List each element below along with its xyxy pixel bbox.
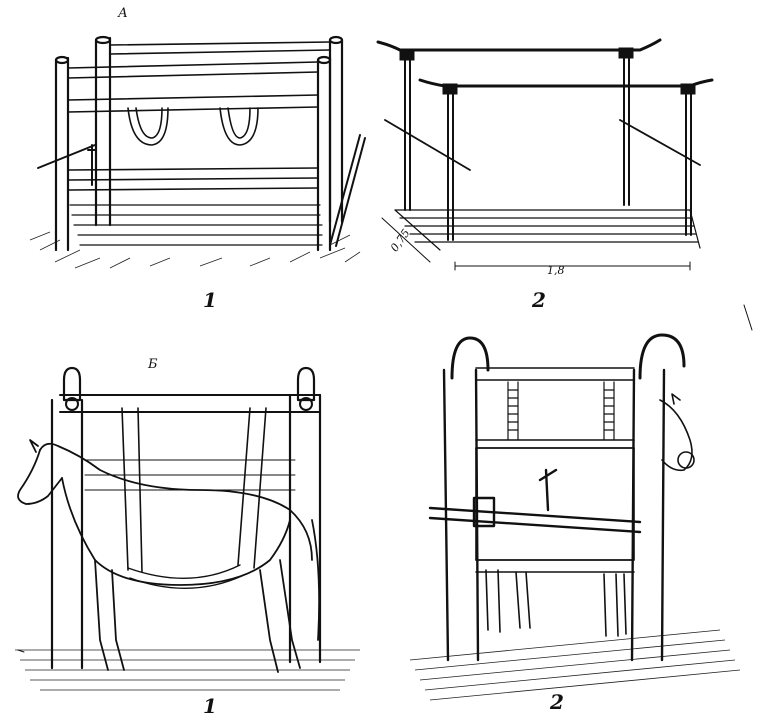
panel-a-letter: А: [118, 6, 128, 21]
stock-crank-b2: [409, 333, 741, 701]
stock-frame-a2: [376, 38, 714, 271]
panel-b-letter: Б: [148, 357, 158, 372]
horse-sling-b1: [15, 366, 360, 691]
panel-a1-number: 1: [203, 288, 217, 312]
stock-frame-a1: [29, 35, 366, 269]
panel-b1-number: 1: [203, 694, 217, 718]
panel-b2-number: 2: [550, 690, 564, 714]
dimension-width-label: 1,8: [547, 264, 565, 277]
panel-a2-number: 2: [532, 288, 546, 312]
